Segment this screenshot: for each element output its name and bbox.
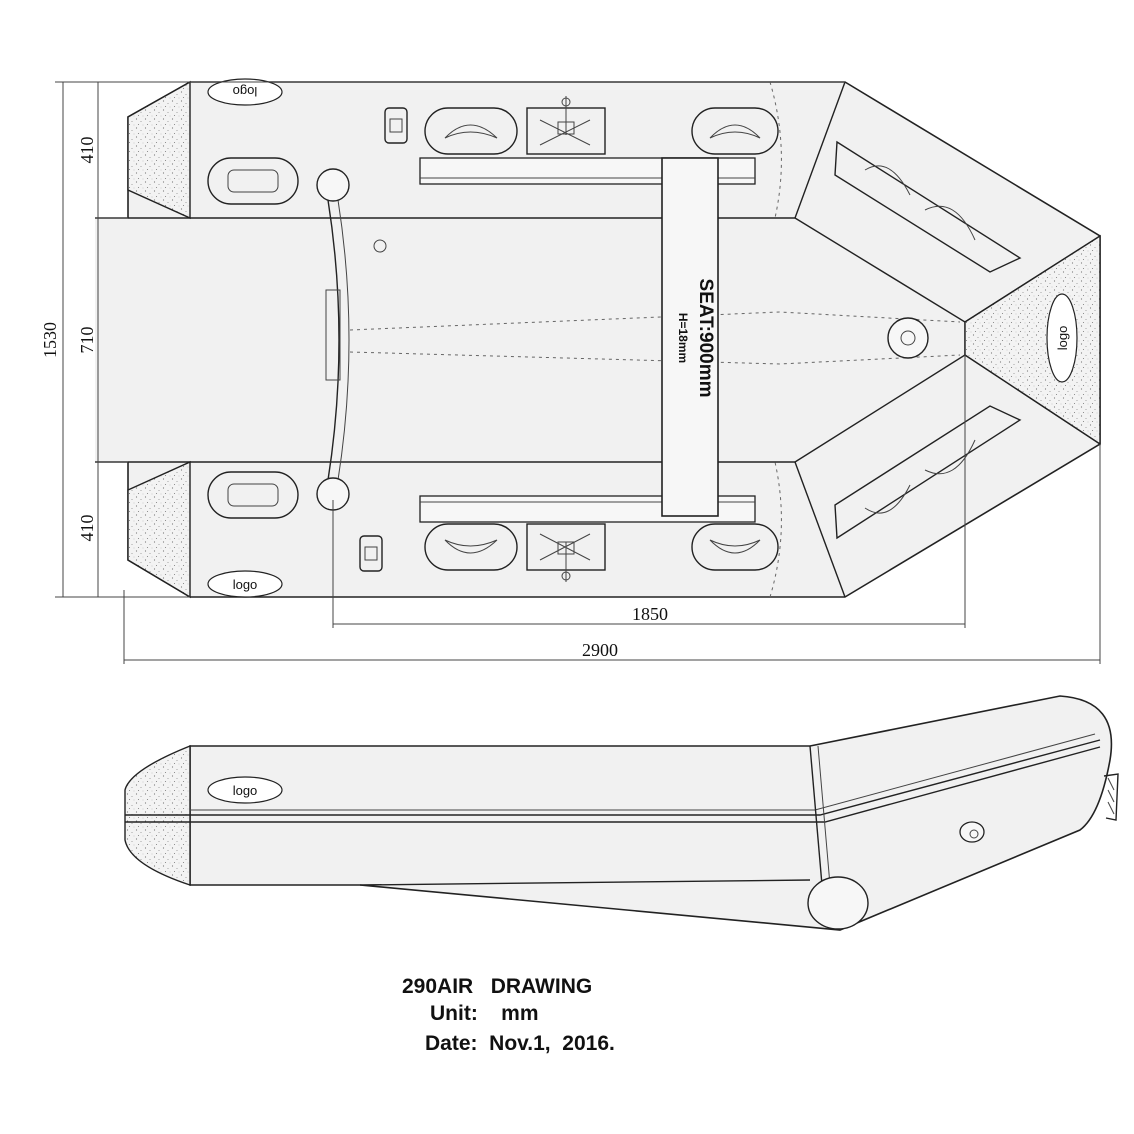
dim-overall-width: 1530 [40, 322, 60, 358]
dim-inner-length: 1850 [632, 604, 668, 624]
handle-bottom-stern [207, 471, 299, 519]
logo-bottom-stern: logo [207, 570, 283, 598]
handle-top-bow [691, 107, 779, 155]
dimensions: 1530 410 710 410 1850 2900 [40, 81, 1101, 664]
side-view: logo [124, 695, 1119, 931]
transom [327, 199, 340, 481]
handle-bottom-bow [691, 523, 779, 571]
date-line: Date: Nov.1, 2016. [425, 1032, 615, 1055]
side-hull [189, 695, 1113, 931]
dim-tube-width-bottom: 410 [77, 515, 97, 542]
side-valve [959, 821, 985, 843]
bow-panel-bottom [834, 405, 1022, 540]
drawing-title: 290AIR DRAWING [402, 975, 592, 998]
unit-line: Unit: mm [430, 1002, 539, 1025]
seat-height-label: H=18mm [676, 313, 690, 363]
seat [661, 157, 719, 517]
logo-text: logo [1055, 326, 1070, 351]
stern-cone-top [127, 80, 191, 220]
logo-text: logo [233, 577, 258, 592]
logo-bow: logo [1046, 293, 1078, 383]
valve-top [384, 107, 408, 144]
oarlock-top [526, 96, 606, 155]
bow-panel-top [834, 140, 1022, 273]
oarlock-bottom [526, 523, 606, 582]
top-view: SEAT:900mm H=18mm [95, 78, 1101, 599]
logo-text: logo [233, 84, 258, 99]
handle-bottom-mid [424, 523, 518, 571]
handle-top-mid [424, 107, 518, 155]
seat-label: SEAT:900mm [695, 279, 716, 398]
dim-tube-width-top: 410 [77, 137, 97, 164]
logo-text: logo [233, 783, 258, 798]
bow-handle [1103, 773, 1119, 821]
drain-valve [373, 239, 387, 253]
logo-top-stern: logo [207, 78, 283, 106]
dim-inner-width: 710 [77, 327, 97, 354]
bow-ring [887, 317, 929, 359]
caption: 290AIR DRAWING Unit: mm Date: Nov.1, 201… [402, 975, 615, 1055]
keel-tube [807, 876, 869, 930]
valve-bottom [359, 535, 383, 572]
dim-overall-length: 2900 [582, 640, 618, 660]
handle-top-stern [207, 157, 299, 205]
logo-side: logo [207, 776, 283, 804]
